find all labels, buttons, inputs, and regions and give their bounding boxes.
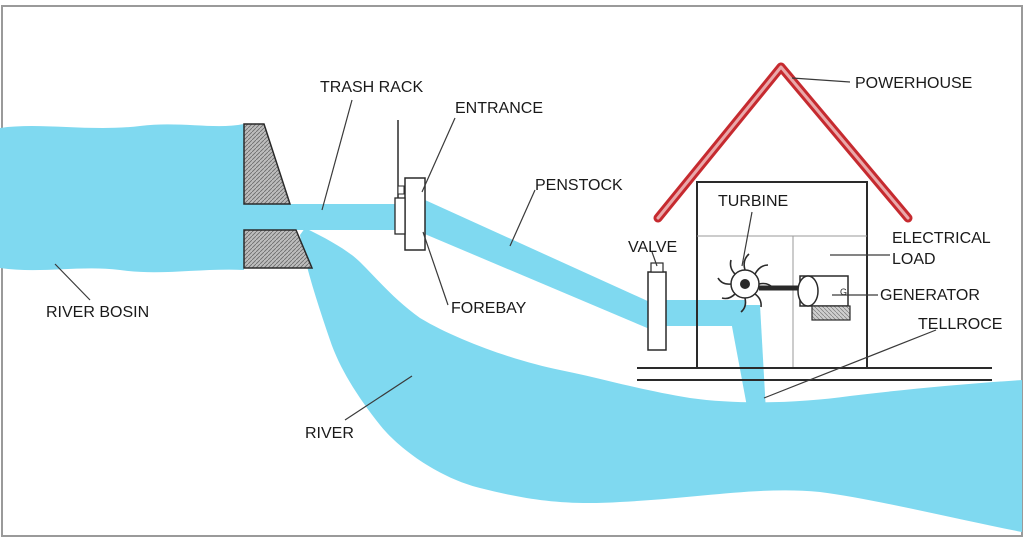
label-turbine: TURBINE	[718, 193, 788, 210]
leader-river	[344, 375, 413, 421]
leader-river-bosin	[54, 263, 91, 301]
valve-cap	[650, 262, 664, 273]
forebay-gate-cap	[397, 185, 405, 195]
intake-channel-water	[244, 204, 395, 230]
generator-unit: G	[797, 275, 851, 321]
svg-text:G: G	[840, 287, 847, 297]
draft-tube-water	[728, 305, 766, 412]
forebay-gate-flange	[394, 197, 406, 235]
leader-trash-rack	[321, 99, 353, 211]
leader-valve	[651, 251, 658, 267]
forebay-gate	[404, 177, 426, 251]
valve-body	[647, 271, 667, 351]
label-entrance: ENTRANCE	[455, 100, 543, 117]
river-water	[300, 228, 1022, 532]
label-tellroce: TELLROCE	[918, 316, 1002, 333]
label-electrical-load-line1: ELECTRICAL	[892, 230, 991, 247]
dam-upper	[243, 123, 292, 205]
leader-powerhouse	[791, 77, 851, 83]
label-forebay: FOREBAY	[451, 300, 527, 317]
turbine-wheel	[717, 253, 774, 313]
river-basin-water	[0, 124, 244, 273]
powerhouse-roof-inner	[656, 65, 910, 220]
label-penstock: PENSTOCK	[535, 177, 623, 194]
penstock-pipe	[420, 200, 652, 330]
label-electrical-load-line2: LOAD	[892, 251, 936, 268]
leader-entrance	[421, 117, 456, 193]
turbine-feed-pipe	[665, 300, 745, 326]
leader-penstock	[509, 189, 536, 247]
diagram-frame	[1, 5, 1023, 537]
label-river-bosin: RIVER BOSIN	[46, 304, 149, 321]
label-river: RIVER	[305, 425, 354, 442]
leader-turbine	[741, 211, 753, 267]
label-trash-rack: TRASH RACK	[320, 79, 423, 96]
label-valve: VALVE	[628, 239, 677, 256]
label-generator: GENERATOR	[880, 287, 980, 304]
label-powerhouse: POWERHOUSE	[855, 75, 972, 92]
dam-lower	[243, 229, 314, 269]
leader-tellroce	[763, 329, 937, 399]
leader-forebay	[422, 231, 449, 306]
